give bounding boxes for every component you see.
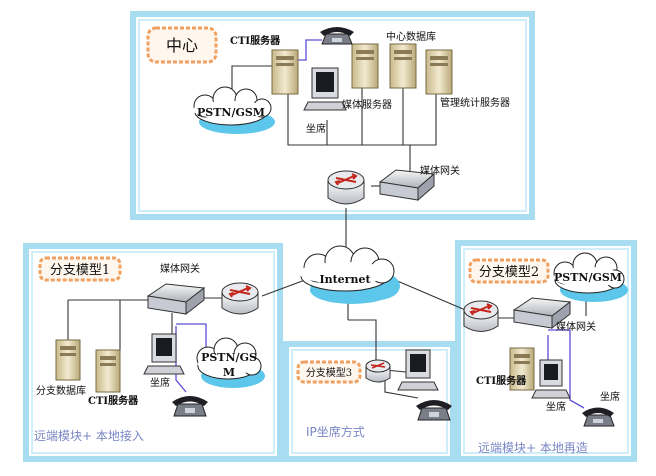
- branch2-pstn-label: PSTN/GSM: [554, 271, 622, 284]
- server-icon: [425, 49, 453, 95]
- center-region-frame: [130, 11, 535, 220]
- phone-icon: [172, 396, 208, 417]
- branch2-media-gateway-label: 媒体网关: [556, 320, 596, 333]
- center-tag: 中心: [146, 26, 218, 64]
- phone-icon: [582, 407, 615, 427]
- center-media-server-label: 媒体服务器: [342, 98, 392, 111]
- media-gateway-icon: [378, 169, 436, 202]
- router-icon: [463, 300, 499, 332]
- center-db-label: 中心数据库: [386, 30, 436, 43]
- router-icon: [221, 282, 259, 315]
- center-agent-label: 坐席: [306, 122, 326, 135]
- workstation-icon: [303, 67, 347, 111]
- branch3-tag-label: 分支模型3: [306, 366, 352, 379]
- branch2-pstn-cloud: PSTN/GSM: [553, 252, 628, 302]
- branch1-region-frame: [23, 243, 283, 462]
- branch1-caption: 远端模块+ 本地接入: [34, 428, 144, 443]
- workstation-icon: [531, 359, 571, 399]
- server-icon: [509, 347, 535, 391]
- branch1-tag: 分支模型1: [38, 256, 122, 282]
- internet-label: Internet: [319, 273, 371, 286]
- router-icon: [327, 170, 365, 205]
- workstation-icon: [397, 349, 439, 391]
- phone-icon: [416, 400, 452, 421]
- workstation-icon: [143, 333, 185, 375]
- center-pstn-cloud: PSTN/GSM: [193, 86, 275, 134]
- media-gateway-icon: [512, 297, 572, 330]
- branch1-pstn-label-1: PSTN/GS: [201, 351, 257, 364]
- center-stats-server-label: 管理统计服务器: [440, 96, 510, 109]
- center-cti-server-label: CTI服务器: [230, 34, 281, 47]
- branch1-tag-label: 分支模型1: [50, 263, 110, 278]
- center-media-gateway-label: 媒体网关: [420, 164, 460, 177]
- phone-icon: [320, 27, 354, 45]
- branch1-cti-server-label: CTI服务器: [88, 394, 139, 407]
- branch1-agent-label: 坐席: [150, 376, 170, 389]
- branch2-caption: 远端模块+ 本地再造: [478, 441, 588, 455]
- branch1-db-label: 分支数据库: [36, 384, 86, 397]
- center-tag-label: 中心: [166, 36, 198, 55]
- branch2-region-frame: [455, 240, 637, 462]
- media-gateway-icon: [146, 283, 206, 316]
- branch2-cti-server-label: CTI服务器: [476, 374, 527, 387]
- branch2-tag-label: 分支模型2: [479, 265, 539, 280]
- server-icon: [271, 49, 299, 95]
- server-icon: [95, 349, 121, 393]
- center-pstn-label: PSTN/GSM: [197, 106, 265, 119]
- branch3-caption: IP坐席方式: [306, 424, 365, 439]
- connection-lines: [67, 65, 587, 399]
- server-icon: [55, 339, 81, 381]
- router-icon: [365, 359, 391, 383]
- branch1-pstn-cloud: PSTN/GS M: [196, 337, 265, 388]
- branch1-pstn-label-2: M: [223, 366, 235, 379]
- branch3-region-frame: [283, 341, 456, 462]
- server-icon: [351, 43, 379, 89]
- branch2-agent-label: 坐席: [546, 400, 566, 413]
- branch1-media-gateway-label: 媒体网关: [160, 262, 200, 275]
- branch2-tag: 分支模型2: [468, 258, 550, 284]
- branch2-agent2-label: 坐席: [600, 390, 620, 403]
- internet-cloud: Internet: [299, 245, 400, 304]
- branch3-tag: 分支模型3: [296, 360, 362, 384]
- server-icon: [389, 43, 417, 89]
